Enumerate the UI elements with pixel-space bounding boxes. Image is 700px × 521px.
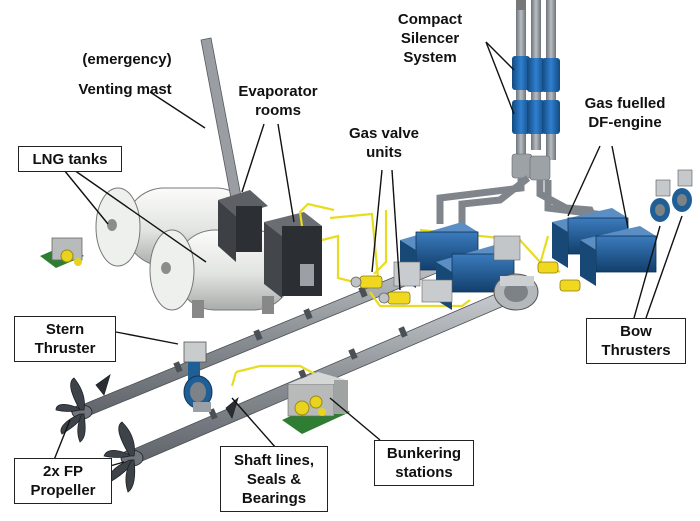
stern-thruster	[183, 341, 213, 412]
stern-thruster-label: Stern Thruster	[14, 316, 116, 362]
gas-valve-line-2: units	[366, 144, 402, 161]
bow-thrusters-line-1: Bow	[620, 323, 652, 340]
bunkering-line-1: Bunkering	[386, 445, 462, 462]
bow-thruster-2	[672, 169, 693, 212]
emergency-text: (emergency)	[82, 51, 172, 68]
shaft-lines-line-2: Seals &	[246, 470, 302, 488]
compact-silencer-label: Compact Silencer System	[380, 10, 480, 67]
bunkering-line-2: stations	[395, 464, 453, 481]
lng-tanks-label: LNG tanks	[18, 146, 122, 172]
df-engine-fwd-2	[580, 226, 657, 286]
evaporator-line-2: rooms	[255, 102, 301, 119]
gas-valve-unit-2	[378, 291, 411, 305]
gas-valve-unit-1	[350, 275, 383, 289]
gas-valve-units-label: Gas valve units	[340, 124, 428, 162]
silencer-line-2: Silencer	[400, 30, 460, 47]
df-engine-line-1: Gas fuelled	[584, 95, 666, 112]
gearbox	[493, 273, 539, 311]
gas-valve-unit-3	[537, 261, 581, 292]
evaporator-line-1: Evaporator	[238, 83, 318, 100]
silencer-line-3: System	[403, 49, 457, 66]
evaporator-room-front	[264, 212, 322, 298]
evaporator-room-rear	[218, 190, 268, 262]
emergency-label: (emergency)	[64, 50, 190, 69]
propeller-lower	[103, 396, 239, 493]
bow-thruster-1	[650, 179, 671, 222]
venting-mast-text: Venting mast	[78, 81, 172, 98]
lng-tank-front	[149, 229, 294, 318]
gas-valve-line-1: Gas valve	[348, 125, 420, 142]
lng-tanks-text: LNG tanks	[32, 150, 108, 168]
venting-mast-label: Venting mast	[60, 80, 190, 99]
df-engine-label: Gas fuelled DF-engine	[570, 94, 680, 132]
bow-thrusters-label: Bow Thrusters	[586, 318, 686, 364]
propeller-upper	[55, 373, 111, 443]
tank-side-equipment	[40, 237, 84, 268]
propeller-line-2: Propeller	[30, 482, 96, 499]
propeller-label: 2x FP Propeller	[14, 458, 112, 504]
df-engine-line-2: DF-engine	[588, 114, 662, 131]
evaporator-rooms-label: Evaporator rooms	[228, 82, 328, 120]
propeller-line-1: 2x FP	[42, 463, 84, 480]
bunkering-stations-label: Bunkering stations	[374, 440, 474, 486]
shaft-lines-line-1: Shaft lines,	[233, 451, 315, 469]
df-engine-aft-2	[421, 235, 521, 310]
silencer-cylinders	[512, 56, 560, 134]
stern-thruster-line-2: Thruster	[34, 340, 96, 357]
bow-thrusters-line-2: Thrusters	[601, 342, 671, 359]
bunkering-station	[282, 372, 350, 434]
shaft-lines-label: Shaft lines, Seals & Bearings	[220, 446, 328, 512]
silencer-line-1: Compact	[397, 11, 463, 28]
stern-thruster-line-1: Stern	[45, 321, 85, 338]
shaft-lines-line-3: Bearings	[241, 489, 307, 507]
